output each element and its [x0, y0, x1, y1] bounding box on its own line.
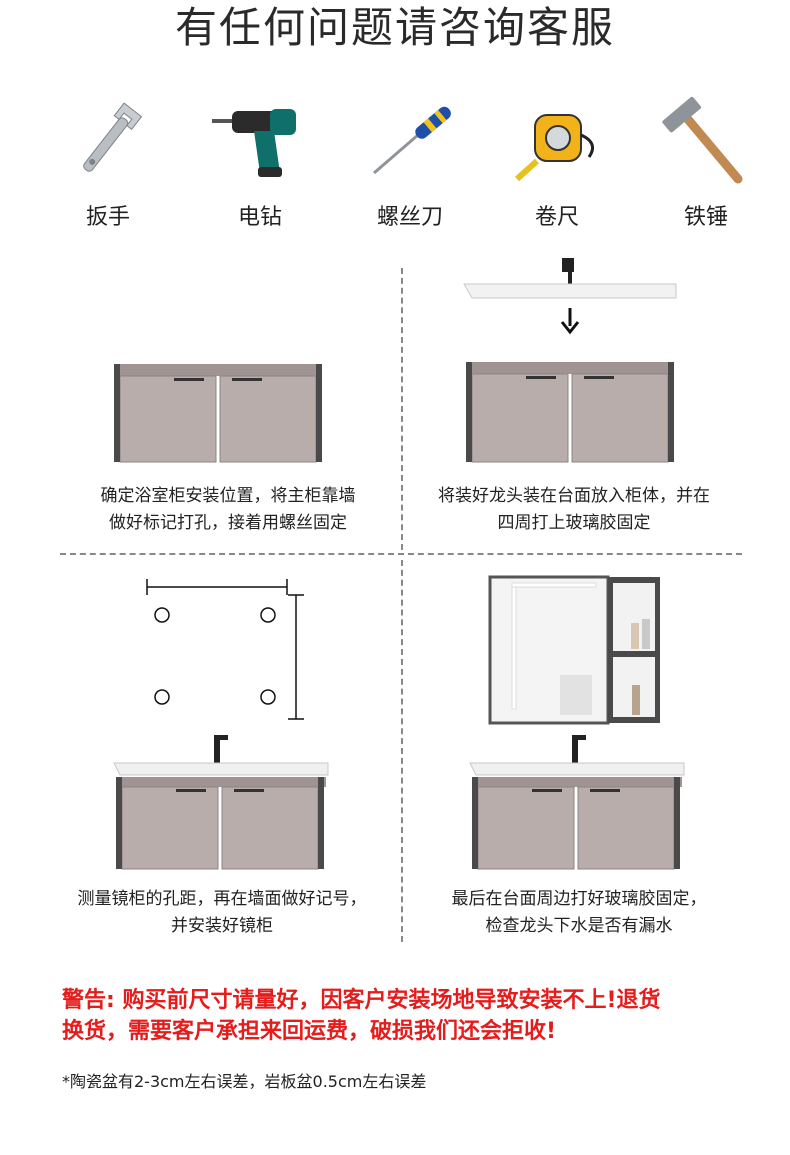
tool-label: 卷尺: [534, 205, 579, 230]
warning-line: 警告: 购买前尺寸请量好，因客户安装场地导致安装不上!退货: [62, 988, 661, 1013]
caption-line: 做好标记打孔，接着用螺丝固定: [109, 513, 347, 533]
step3-caption: 测量镜柜的孔距，再在墙面做好记号， 并安装好镜柜: [44, 886, 400, 940]
vertical-divider: [401, 268, 403, 550]
tool-hammer: 铁锤: [646, 95, 766, 231]
horizontal-divider: [60, 553, 742, 555]
caption-line: 确定浴室柜安装位置，将主柜靠墙: [100, 486, 356, 506]
drill-icon: [212, 109, 296, 177]
caption-line: 测量镜柜的孔距，再在墙面做好记号，: [77, 889, 367, 909]
page-title: 有任何问题请咨询客服: [174, 3, 615, 52]
caption-line: 检查龙头下水是否有漏水: [485, 916, 673, 936]
warning-notice: 警告: 购买前尺寸请量好，因客户安装场地导致安装不上!退货 换货，需要客户承担来…: [62, 985, 752, 1047]
step1-cabinet-illustration: [114, 364, 322, 463]
tool-tape-measure: 卷尺: [497, 95, 617, 231]
hammer-icon: [662, 96, 743, 184]
step4-mirror-cabinet-illustration: [469, 575, 685, 870]
tool-label: 电钻: [237, 205, 282, 230]
step1-caption: 确定浴室柜安装位置，将主柜靠墙 做好标记打孔，接着用螺丝固定: [60, 483, 396, 537]
tool-wrench: 扳手: [48, 95, 168, 231]
step3-measure-illustration: [113, 579, 329, 870]
vertical-divider: [401, 560, 403, 942]
tolerance-note: *陶瓷盆有2-3cm左右误差，岩板盆0.5cm左右误差: [62, 1072, 427, 1091]
step4-caption: 最后在台面周边打好玻璃胶固定， 检查龙头下水是否有漏水: [404, 886, 754, 940]
caption-line: 四周打上玻璃胶固定: [497, 513, 651, 533]
caption-line: 最后在台面周边打好玻璃胶固定，: [451, 889, 707, 909]
step2-countertop-illustration: [463, 258, 677, 463]
tool-label: 螺丝刀: [376, 205, 443, 230]
step2-caption: 将装好龙头装在台面放入柜体，并在 四周打上玻璃胶固定: [404, 483, 744, 537]
tool-drill: 电钻: [200, 95, 320, 231]
caption-line: 并安装好镜柜: [171, 916, 273, 936]
wrench-icon: [83, 102, 143, 172]
tool-label: 扳手: [85, 205, 130, 230]
tape-measure-icon: [514, 114, 595, 182]
tool-screwdriver: 螺丝刀: [350, 95, 470, 231]
screwdriver-icon: [373, 106, 451, 175]
caption-line: 将装好龙头装在台面放入柜体，并在: [438, 486, 710, 506]
warning-line: 换货，需要客户承担来回运费，破损我们还会拒收!: [62, 1019, 557, 1044]
tool-label: 铁锤: [683, 205, 728, 230]
